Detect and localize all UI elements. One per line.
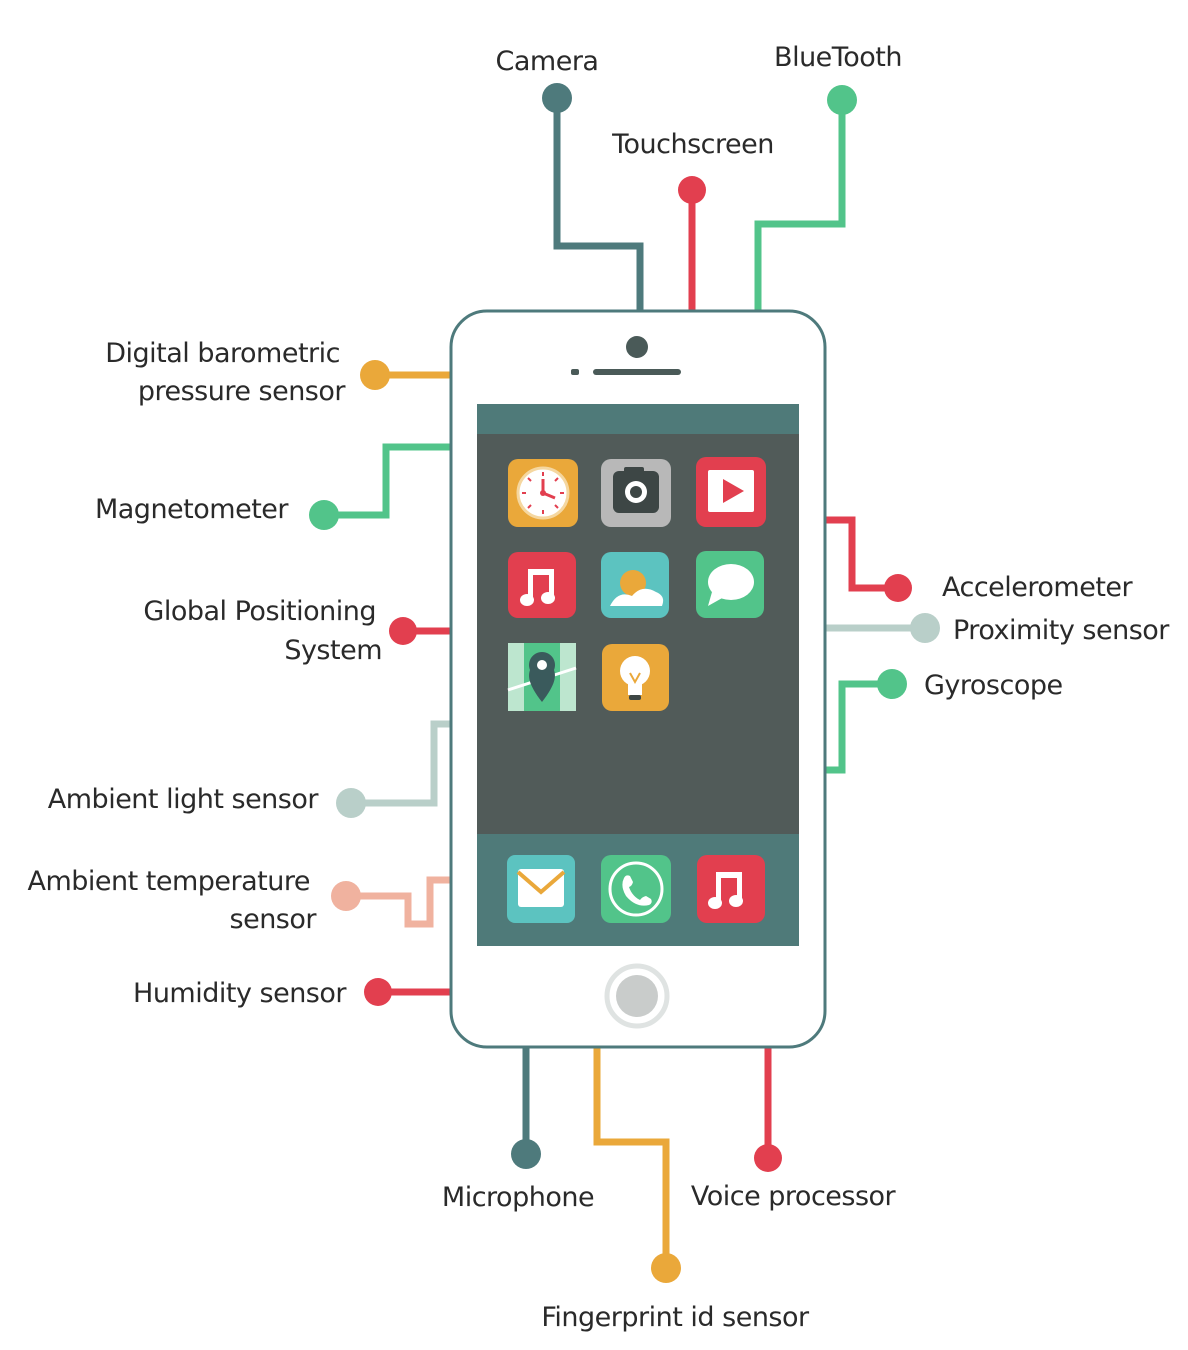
app-messages[interactable] [696,551,764,618]
humidity-node [364,978,392,1006]
dock-app-music[interactable] [697,855,765,923]
label-barometric-2: pressure sensor [138,376,347,407]
dock-app-mail[interactable] [507,855,575,923]
gyroscope-node [877,669,907,699]
app-maps[interactable] [507,643,577,711]
camera-node [542,83,572,113]
label-gyroscope: Gyroscope [924,670,1063,701]
ambient-temp-wire [346,876,452,928]
label-gps-1: Global Positioning [143,596,376,627]
magnetometer-node [309,500,339,530]
label-gps-2: System [284,635,382,666]
gps-node [389,617,417,645]
speaker-grille [593,369,681,375]
label-accelerometer: Accelerometer [942,572,1134,603]
app-ideas[interactable] [602,644,669,711]
ambient-temp-node [331,881,361,911]
magnetometer-wire [324,443,452,519]
bluetooth-node [827,85,857,115]
phone-icon [622,875,652,906]
microphone-node [511,1139,541,1169]
proximity-node [910,613,940,643]
label-fingerprint: Fingerprint id sensor [541,1302,810,1333]
label-bluetooth: BlueTooth [774,42,902,73]
dock-app-phone[interactable] [601,855,671,923]
accelerometer-node [884,574,912,602]
barometric-node [360,360,390,390]
video-play-icon [723,479,744,503]
accelerometer-wire [824,516,898,592]
maps-icon [507,643,577,711]
home-button-inner [616,975,658,1017]
label-camera: Camera [496,46,599,77]
smartphone [449,309,827,1049]
app-video[interactable] [696,457,766,527]
app-music[interactable] [508,552,576,618]
app-photos[interactable] [601,552,669,618]
photos-icon [610,570,664,606]
music-note-icon [708,872,743,909]
label-barometric-1: Digital barometric [105,338,340,369]
gyroscope-wire [824,680,892,774]
label-ambient-temp-2: sensor [230,904,318,935]
label-proximity: Proximity sensor [953,615,1170,646]
touchscreen-node [678,176,706,204]
lightbulb-icon [620,656,650,700]
bluetooth-wire [754,100,846,312]
app-clock[interactable] [508,459,578,527]
camera-wire [553,98,644,312]
status-bar [477,404,799,434]
music-note-icon [520,569,555,606]
mail-icon [516,870,566,895]
label-microphone: Microphone [442,1182,594,1213]
sensor-dot [571,369,579,375]
label-touchscreen: Touchscreen [611,129,774,160]
ambient-light-wire [351,720,452,807]
label-ambient-temp-1: Ambient temperature [27,866,310,897]
fingerprint-node [651,1253,681,1283]
app-camera[interactable] [601,459,671,527]
label-voice-processor: Voice processor [691,1181,897,1212]
ambient-light-node [336,788,366,818]
front-camera [626,336,648,358]
label-humidity: Humidity sensor [133,978,347,1009]
voice-processor-node [754,1144,782,1172]
label-ambient-light: Ambient light sensor [48,784,320,815]
messages-icon [708,564,754,606]
fingerprint-wire [593,1044,670,1268]
label-magnetometer: Magnetometer [95,494,289,525]
